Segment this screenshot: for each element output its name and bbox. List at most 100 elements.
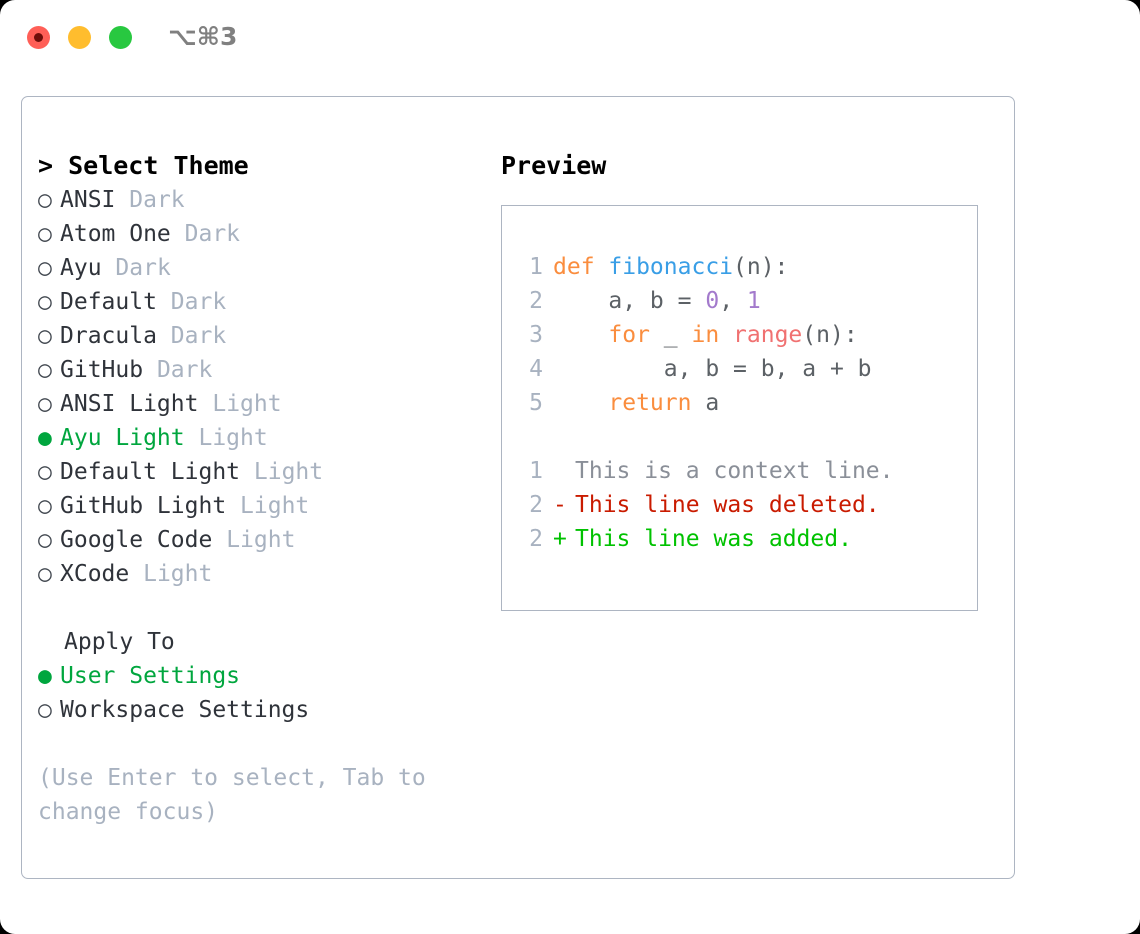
keyboard-shortcut-label: ⌥⌘3	[168, 22, 238, 51]
theme-variant-badge: Light	[143, 561, 213, 587]
code-token: for	[553, 322, 664, 348]
diff-marker: -	[553, 492, 567, 518]
code-diff-gap	[502, 420, 977, 454]
close-button[interactable]	[27, 26, 50, 49]
code-token: 0	[705, 288, 720, 314]
keyboard-hint-text: (Use Enter to select, Tab to change focu…	[38, 765, 426, 825]
diff-text: This is a context line.	[575, 458, 894, 484]
apply-to-list: ● User Settings ○ Workspace Settings	[38, 659, 478, 727]
code-token: return	[553, 390, 706, 416]
code-line: 3 for _ in range(n):	[502, 318, 977, 352]
radio-unselected-icon: ○	[38, 391, 52, 417]
diff-line: 2+This line was added.	[502, 522, 977, 556]
radio-unselected-icon: ○	[38, 527, 52, 553]
theme-name: GitHub	[60, 357, 144, 383]
theme-option-row[interactable]: ●Ayu Light Light	[38, 421, 478, 455]
radio-unselected-icon: ○	[38, 493, 52, 519]
code-line: 2 a, b = 0, 1	[502, 284, 977, 318]
traffic-lights	[27, 26, 132, 49]
theme-option-row[interactable]: ○ Default Dark	[38, 285, 478, 319]
hint-spacer	[38, 727, 478, 761]
code-token: _	[663, 322, 692, 348]
code-token: in	[691, 322, 734, 348]
theme-variant-badge: Light	[212, 391, 282, 417]
code-token: a, b = b, a + b	[553, 356, 872, 382]
apply-to-label: Workspace Settings	[60, 697, 310, 723]
code-line: 5 return a	[502, 386, 977, 420]
radio-unselected-icon: ○	[38, 697, 52, 723]
theme-name: Atom One	[60, 221, 171, 247]
list-spacer	[38, 591, 478, 625]
code-token: (n):	[802, 322, 858, 348]
radio-unselected-icon: ○	[38, 289, 52, 315]
title-bar: ⌥⌘3	[0, 0, 1140, 78]
theme-name: Default Light	[60, 459, 241, 485]
preview-heading: Preview	[501, 151, 607, 180]
theme-variant-badge: Dark	[184, 221, 241, 247]
theme-name: Dracula	[60, 323, 157, 349]
theme-variant-badge: Dark	[170, 323, 227, 349]
line-number: 4	[529, 356, 543, 382]
theme-option-row[interactable]: ○ ANSI Dark	[38, 183, 478, 217]
theme-variant-badge: Dark	[170, 289, 227, 315]
theme-option-row[interactable]: ○ XCode Light	[38, 557, 478, 591]
radio-unselected-icon: ○	[38, 221, 52, 247]
code-token: def	[553, 254, 609, 280]
line-number: 3	[529, 322, 543, 348]
radio-unselected-icon: ○	[38, 357, 52, 383]
code-token: a	[705, 390, 720, 416]
theme-option-row[interactable]: ○ Default Light Light	[38, 455, 478, 489]
diff-text: This line was deleted.	[575, 492, 880, 518]
theme-name: ANSI Light	[60, 391, 199, 417]
apply-to-option-row[interactable]: ● User Settings	[38, 659, 478, 693]
theme-name: Default	[60, 289, 157, 315]
theme-option-row[interactable]: ○ Dracula Dark	[38, 319, 478, 353]
line-number: 2	[529, 492, 543, 518]
diff-line: 1 This is a context line.	[502, 454, 977, 488]
maximize-button[interactable]	[109, 26, 132, 49]
theme-variant-badge: Light	[226, 527, 296, 553]
theme-name: Google Code	[60, 527, 213, 553]
theme-variant-badge: Dark	[129, 187, 185, 213]
theme-name: XCode	[60, 561, 130, 587]
radio-selected-icon: ●	[38, 663, 52, 689]
code-token: fibonacci	[608, 254, 734, 280]
theme-option-row[interactable]: ○GitHub Light Light	[38, 489, 478, 523]
diff-line: 2-This line was deleted.	[502, 488, 977, 522]
radio-unselected-icon: ○	[38, 561, 52, 587]
radio-unselected-icon: ○	[38, 323, 52, 349]
theme-variant-badge: Light	[253, 459, 324, 485]
line-number: 5	[529, 390, 543, 416]
theme-option-row[interactable]: ○ Atom One Dark	[38, 217, 478, 251]
select-theme-heading: > Select Theme	[38, 151, 249, 180]
code-token: range	[733, 322, 803, 348]
line-number: 1	[529, 254, 543, 280]
code-token: 1	[746, 288, 761, 314]
radio-unselected-icon: ○	[38, 187, 52, 213]
theme-option-row[interactable]: ○ ANSI Light Light	[38, 387, 478, 421]
radio-unselected-icon: ○	[38, 459, 52, 485]
theme-name: Ayu Light	[60, 425, 185, 451]
theme-name: GitHub Light	[60, 493, 227, 519]
diff-marker	[553, 454, 575, 488]
theme-name: Ayu	[60, 255, 102, 281]
code-token: a, b =	[553, 288, 706, 314]
minimize-button[interactable]	[68, 26, 91, 49]
theme-name: ANSI	[60, 187, 116, 213]
apply-to-heading: Apply To	[64, 629, 175, 655]
theme-option-row[interactable]: ○ Google Code Light	[38, 523, 478, 557]
apply-to-label: User Settings	[60, 663, 241, 689]
theme-picker-column: > Select Theme ○ANSI Dark○Atom One Dark○…	[38, 149, 478, 829]
diff-sample: 1 This is a context line.2-This line was…	[502, 454, 977, 556]
theme-list: ○ANSI Dark○Atom One Dark○Ayu Dark○Defaul…	[38, 183, 478, 591]
apply-to-option-row[interactable]: ○ Workspace Settings	[38, 693, 478, 727]
theme-option-row[interactable]: ○Ayu Dark	[38, 251, 478, 285]
code-line: 4 a, b = b, a + b	[502, 352, 977, 386]
theme-variant-badge: Dark	[115, 255, 171, 281]
theme-option-row[interactable]: ○GitHub Dark	[38, 353, 478, 387]
